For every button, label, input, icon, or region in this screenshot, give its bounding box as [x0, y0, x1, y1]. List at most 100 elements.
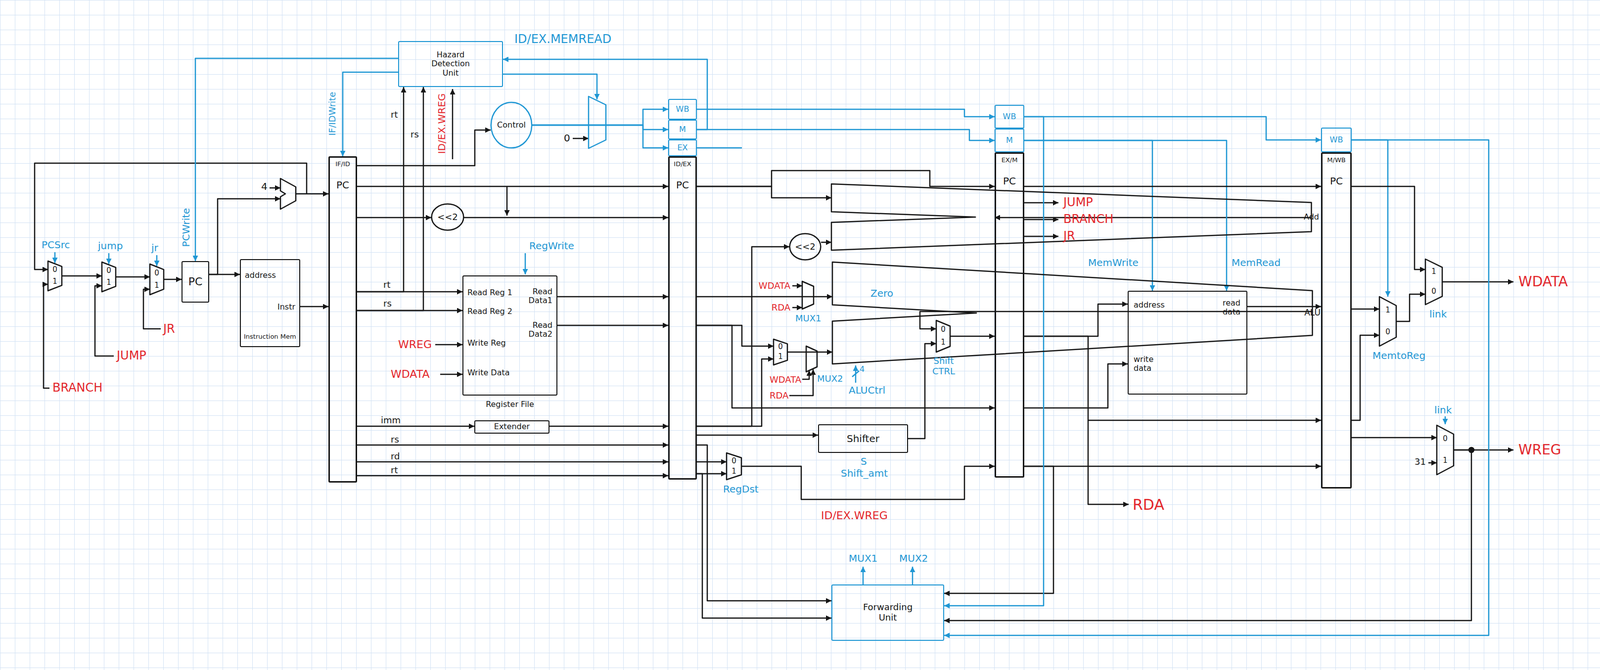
node-text: 0 — [1442, 434, 1448, 444]
shape-outline — [1436, 425, 1454, 475]
node-text: PC — [329, 179, 356, 191]
signal-label: rd — [390, 451, 401, 462]
data-wire — [696, 246, 790, 427]
data-wire — [696, 461, 727, 463]
control-wire — [1024, 140, 1227, 291]
node-text: 0 — [154, 269, 160, 278]
node-text: 0 — [106, 266, 112, 275]
data-wire — [950, 335, 995, 338]
signal-label: WREG — [398, 338, 432, 351]
node-text: Instruction Mem — [243, 333, 297, 341]
forwarding-unit: Forwarding Unit — [831, 584, 945, 641]
data-wire — [944, 466, 1054, 594]
signal-label: S — [860, 456, 868, 468]
signal-label: JUMP — [1063, 195, 1094, 210]
control-wire — [342, 72, 399, 157]
control-field: M — [668, 119, 697, 140]
node-text: Read Reg 2 — [467, 307, 513, 317]
data-wire — [696, 359, 774, 427]
control-field: WB — [1321, 127, 1352, 153]
node-text: EX — [677, 143, 688, 153]
data-wire — [357, 461, 669, 463]
node-text: Shifter — [846, 433, 880, 445]
control-unit: Control — [490, 101, 533, 149]
node-text: PC — [669, 179, 696, 191]
signal-label: Zero — [870, 287, 894, 300]
control-field: M — [994, 128, 1025, 153]
register-file: Read Reg 1Read Reg 2Write RegWrite DataR… — [462, 275, 558, 396]
signal-label: rt — [383, 279, 391, 291]
signal-label: RDA — [769, 390, 789, 402]
signal-label: Shift_amt — [840, 467, 888, 480]
signal-label: MemtoReg — [1372, 350, 1426, 362]
node-text: 1 — [940, 338, 946, 347]
node-text: M — [1005, 136, 1013, 145]
control-wire — [502, 59, 708, 130]
signal-label: rs — [383, 298, 392, 310]
signal-label: rt — [390, 109, 398, 121]
data-wire — [557, 296, 669, 298]
data-wire — [1351, 308, 1380, 311]
data-wire — [1351, 186, 1426, 270]
signal-label: jump — [97, 240, 123, 252]
pc-register: PC — [181, 261, 210, 303]
data-wire — [1024, 364, 1128, 409]
signal-label: RDA — [771, 302, 791, 314]
signal-label: Shift CTRL — [929, 356, 958, 377]
control-wire — [1024, 116, 1322, 140]
pipeline-register: M/WBPC — [1321, 152, 1352, 489]
shifter: Shifter — [818, 424, 909, 454]
data-wire — [357, 444, 669, 447]
signal-label: ID/EX.WREG — [821, 509, 888, 522]
control-wire — [195, 58, 399, 262]
signal-label: BRANCH — [52, 381, 103, 396]
data-wire — [357, 87, 424, 311]
data-wire — [1247, 306, 1322, 308]
signal-label: WDATA — [1518, 274, 1568, 290]
node-text: Read Reg 1 — [467, 288, 513, 298]
control-wire — [532, 125, 669, 148]
node-text: WB — [676, 104, 690, 114]
node-text: Read Data1 — [524, 287, 553, 306]
node-text: 1 — [731, 467, 737, 476]
data-wire — [696, 445, 832, 601]
node-text: <<2 — [437, 212, 458, 223]
node-text: Add — [1303, 212, 1320, 222]
node-text: Extender — [494, 422, 530, 432]
node-text: M — [679, 125, 686, 135]
mux-symbol: 01 — [47, 261, 62, 291]
signal-label: WDATA — [758, 280, 791, 292]
node-text: ALU — [1304, 308, 1321, 319]
node-text: <<2 — [794, 241, 816, 253]
mux-symbol: 01 — [1436, 425, 1454, 475]
node-text: address — [244, 271, 276, 280]
node-text: M/WB — [1322, 156, 1351, 165]
control-field: WB — [994, 104, 1025, 129]
mux-symbol: 10 — [1379, 296, 1397, 347]
signal-label: RegDst — [723, 483, 759, 496]
node-text: 1 — [106, 278, 112, 287]
data-wire — [696, 434, 819, 437]
data-wire — [787, 351, 833, 354]
instruction-memory: addressInstrInstruction Mem — [239, 259, 301, 348]
signal-label: MUX1 — [848, 552, 878, 565]
pipeline-register: ID/EX PC — [668, 156, 697, 480]
signal-label: 4 — [261, 181, 268, 193]
data-wire — [741, 466, 995, 500]
signal-label: WDATA — [390, 367, 430, 381]
signal-label: RegWrite — [529, 240, 575, 252]
data-wire — [1024, 185, 1322, 188]
control-wire — [944, 139, 1489, 636]
mux-symbol: 01 — [101, 262, 116, 292]
signal-label: IF/IDWrite — [327, 91, 338, 136]
node-text: Write Data — [467, 368, 510, 378]
node-text: 0 — [1431, 287, 1437, 296]
mux-symbol: 01 — [149, 264, 164, 295]
signal-label: JR — [1063, 229, 1076, 244]
data-wire — [115, 276, 150, 278]
node-text: ID/EX — [669, 160, 696, 169]
node-text: 1 — [1385, 306, 1391, 315]
control-wire — [696, 129, 995, 141]
